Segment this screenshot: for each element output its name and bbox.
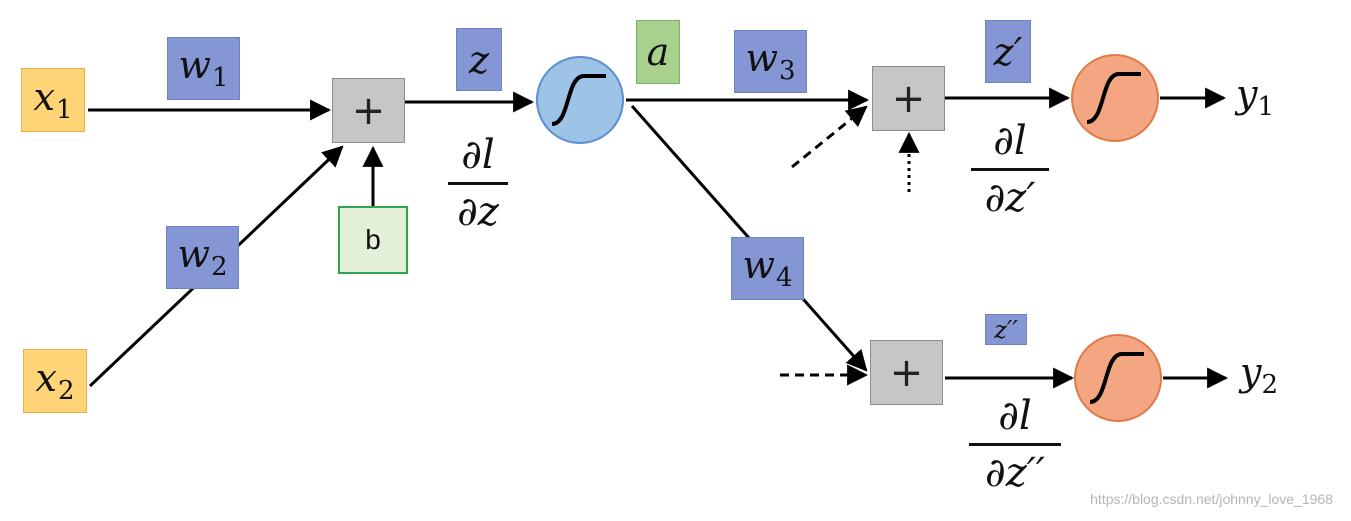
- fraction-bar: [971, 168, 1049, 171]
- sum-node-hidden: +: [332, 78, 405, 143]
- plus-icon: +: [891, 75, 926, 122]
- grad-dl-dz-double-prime-den: ∂z′′: [985, 450, 1045, 496]
- sum-node-output-1: +: [872, 66, 945, 131]
- output-y2-sub: 2: [1261, 370, 1279, 400]
- bias-label: b: [365, 224, 381, 255]
- weight-w4-name: w: [742, 243, 775, 287]
- a-text: a: [646, 30, 670, 74]
- grad-dl-dz-prime: ∂l ∂z′: [969, 120, 1051, 219]
- weight-w3-name: w: [745, 36, 778, 80]
- grad-dl-dz-double-prime-num: ∂l: [998, 393, 1032, 439]
- input-x1-sub: 1: [55, 94, 73, 125]
- output-y1: y1: [1236, 72, 1274, 122]
- sigmoid-icon: [1074, 334, 1162, 422]
- weight-w2-name: w: [177, 232, 210, 276]
- input-x2-name: x: [35, 355, 57, 400]
- grad-dl-dz-den: ∂z: [457, 189, 499, 235]
- activation-label: a: [636, 20, 680, 84]
- bias-node: b: [338, 206, 408, 274]
- weight-w2: w2: [166, 226, 239, 289]
- sum-node-output-2: +: [870, 340, 943, 405]
- weight-w1: w1: [167, 37, 240, 100]
- grad-dl-dz-double-prime: ∂l ∂z′′: [967, 395, 1063, 494]
- plus-icon: +: [889, 349, 924, 396]
- fraction-bar: [969, 443, 1061, 446]
- output-y1-sub: 1: [1257, 92, 1275, 122]
- z-text: z: [468, 37, 490, 82]
- z-double-prime-label: z′′: [985, 314, 1027, 345]
- weight-w3-sub: 3: [778, 56, 796, 86]
- output-y1-name: y: [1236, 72, 1258, 116]
- z-prime-label: z′: [985, 20, 1031, 83]
- output-y2: y2: [1240, 350, 1278, 400]
- z-prime-text: z′: [993, 29, 1023, 74]
- grad-dl-dz-prime-den: ∂z′: [984, 175, 1036, 221]
- output-y2-name: y: [1240, 350, 1262, 394]
- weight-w1-name: w: [178, 43, 211, 87]
- grad-dl-dz: ∂l ∂z: [446, 134, 510, 233]
- weight-w3: w3: [734, 30, 807, 93]
- weight-w2-sub: 2: [210, 252, 228, 282]
- grad-dl-dz-num: ∂l: [461, 132, 495, 178]
- input-x2: x2: [23, 349, 87, 413]
- weight-w4-sub: 4: [775, 263, 793, 293]
- z-label: z: [456, 28, 502, 91]
- input-x1-name: x: [33, 74, 55, 119]
- edge-dashed-sum-top: [791, 105, 868, 169]
- fraction-bar: [448, 182, 508, 185]
- weight-w4: w4: [731, 237, 804, 300]
- plus-icon: +: [351, 87, 386, 134]
- sigmoid-icon: [536, 56, 624, 144]
- weight-w1-sub: 1: [211, 63, 229, 93]
- grad-dl-dz-prime-num: ∂l: [993, 118, 1027, 164]
- input-x1: x1: [21, 68, 85, 132]
- z-double-prime-text: z′′: [994, 315, 1018, 344]
- watermark: https://blog.csdn.net/johnny_love_1968: [1090, 491, 1333, 507]
- input-x2-sub: 2: [57, 375, 75, 406]
- sigmoid-icon: [1071, 54, 1159, 142]
